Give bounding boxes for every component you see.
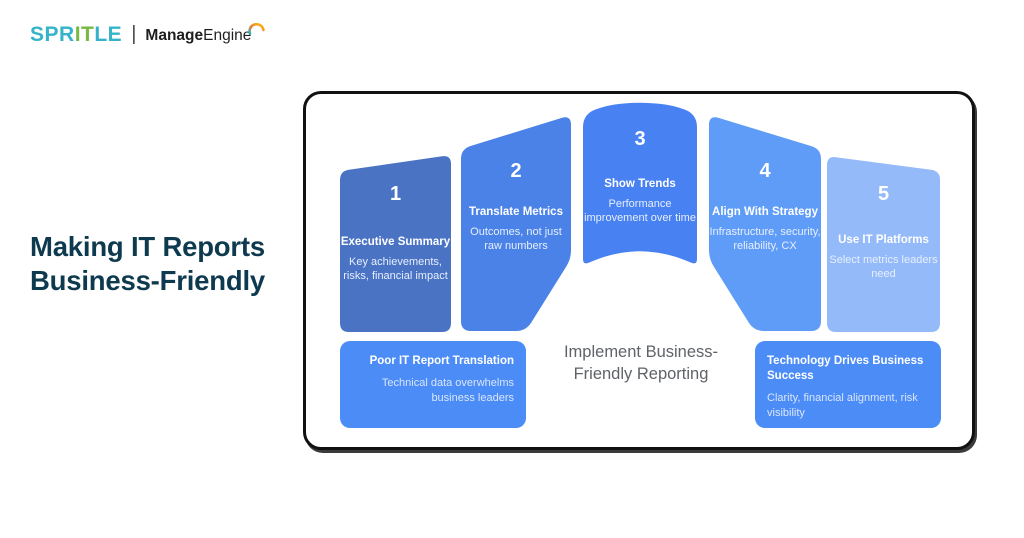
callout-body: Clarity, financial alignment, risk visib…: [767, 392, 918, 419]
panel-1-shape: [340, 156, 451, 332]
step-description: Performance improvement over time: [584, 197, 696, 225]
callout-body: Technical data overwhelms business leade…: [381, 377, 514, 404]
manageengine-logo-text: Engine: [203, 26, 252, 44]
step-number: 2: [510, 160, 522, 182]
spritle-logo: SPR IT LE: [30, 24, 122, 45]
step-panel-2: 2 Translate Metrics Outcomes, not just r…: [461, 160, 571, 254]
panel-3-shape: [583, 102, 697, 264]
step-panel-4: 4 Align With Strategy Infrastructure, se…: [709, 160, 821, 254]
callout-title: Poor IT Report Translation: [369, 355, 514, 367]
callout-problem: Poor IT Report Translation Technical dat…: [340, 341, 526, 428]
panel-4-shape: [709, 117, 821, 331]
callout-outcome: Technology Drives Business Success Clari…: [755, 341, 941, 428]
spritle-logo-text: LE: [94, 23, 123, 46]
step-panel-3: 3 Show Trends Performance improvement ov…: [583, 128, 697, 226]
diagram-board: 1 Executive Summary Key achievements, ri…: [303, 91, 975, 450]
arch-caption: Implement Business-Friendly Reporting: [563, 343, 719, 383]
spritle-logo-text-it: IT: [74, 23, 95, 46]
step-title: Translate Metrics: [469, 206, 563, 218]
step-title: Align With Strategy: [712, 206, 818, 218]
step-description: Select metrics leaders need: [829, 253, 938, 281]
step-number: 1: [389, 183, 402, 205]
step-number: 3: [634, 128, 646, 150]
step-title: Executive Summary: [340, 236, 451, 248]
manageengine-logo-text: Manage: [145, 26, 204, 44]
manageengine-swoosh-icon: [248, 22, 266, 35]
page-title: Making IT Reports Business-Friendly: [30, 231, 265, 296]
step-description: Outcomes, not just raw numbers: [470, 225, 562, 253]
step-title: Use IT Platforms: [838, 234, 929, 246]
step-description: Infrastructure, security, reliability, C…: [709, 225, 821, 253]
logo-divider: |: [131, 22, 137, 45]
panel-2-shape: [461, 117, 571, 331]
step-number: 5: [877, 183, 890, 205]
panel-5-shape: [827, 157, 940, 332]
step-number: 4: [759, 160, 771, 182]
step-description: Key achievements, risks, financial impac…: [343, 255, 448, 283]
callout-title: Technology Drives Business Success: [767, 355, 924, 383]
step-panel-5: 5 Use IT Platforms Select metrics leader…: [827, 183, 940, 282]
step-panel-1: 1 Executive Summary Key achievements, ri…: [340, 183, 451, 284]
spritle-logo-text: SPR: [30, 23, 75, 46]
arch-shapes: [340, 102, 940, 332]
step-title: Show Trends: [604, 178, 676, 190]
